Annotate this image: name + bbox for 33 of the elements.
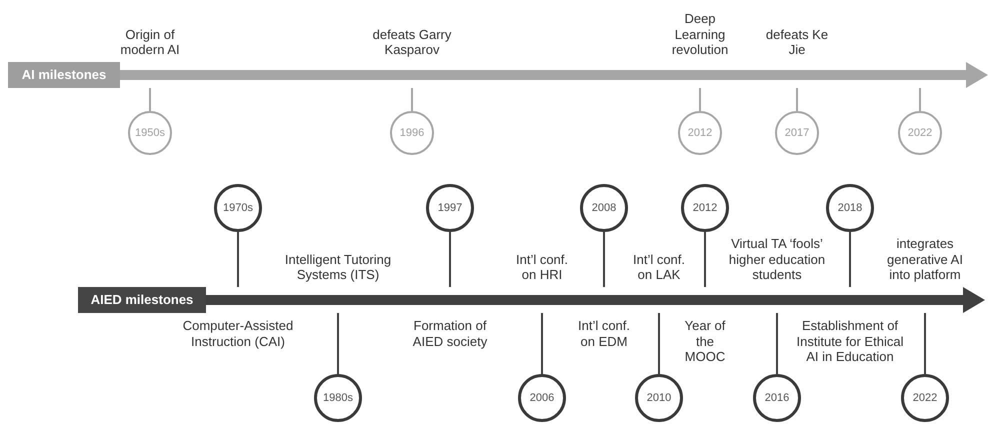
connector-line [411, 88, 413, 111]
connector-line [704, 232, 706, 287]
event-text: Int’l conf. on LAK [632, 252, 686, 283]
event-text: defeats Garry Kasparov [372, 26, 452, 58]
connector-line [919, 88, 921, 111]
connector-line [337, 313, 339, 374]
event-text: Computer-Assisted Instruction (CAI) [182, 318, 294, 350]
event-text: Int’l conf. on EDM [576, 318, 632, 350]
connector-line [603, 232, 605, 287]
connector-line [541, 313, 543, 374]
timeline-arrow [8, 62, 988, 88]
event-text: Formation of AIED society [412, 318, 488, 350]
connector-line [849, 232, 851, 287]
connector-line [776, 313, 778, 374]
timeline-label: AIED milestones [78, 287, 206, 313]
timeline-arrow [78, 287, 985, 313]
event-text: Deep Learning revolution [670, 11, 730, 58]
connector-line [924, 313, 926, 374]
event-text: Int’l conf. on HRI [514, 252, 570, 283]
connector-line [699, 88, 701, 111]
event-text: Virtual TA ‘fools’ higher education students [728, 236, 826, 283]
event-text: Intelligent Tutoring Systems (ITS) [284, 252, 392, 283]
connector-line [449, 232, 451, 287]
connector-line [149, 88, 151, 111]
connector-line [796, 88, 798, 111]
connector-line [658, 313, 660, 374]
event-text: defeats Ke Jie [764, 26, 830, 58]
timeline-label: AI milestones [8, 62, 120, 88]
event-text: integrates generative AI into platform [886, 236, 964, 283]
event-text: Establishment of Institute for Ethical AI in Education [796, 318, 904, 365]
connector-line [237, 232, 239, 287]
event-text: Origin of modern AI [119, 26, 181, 58]
event-text: Year of the MOOC [684, 318, 726, 365]
